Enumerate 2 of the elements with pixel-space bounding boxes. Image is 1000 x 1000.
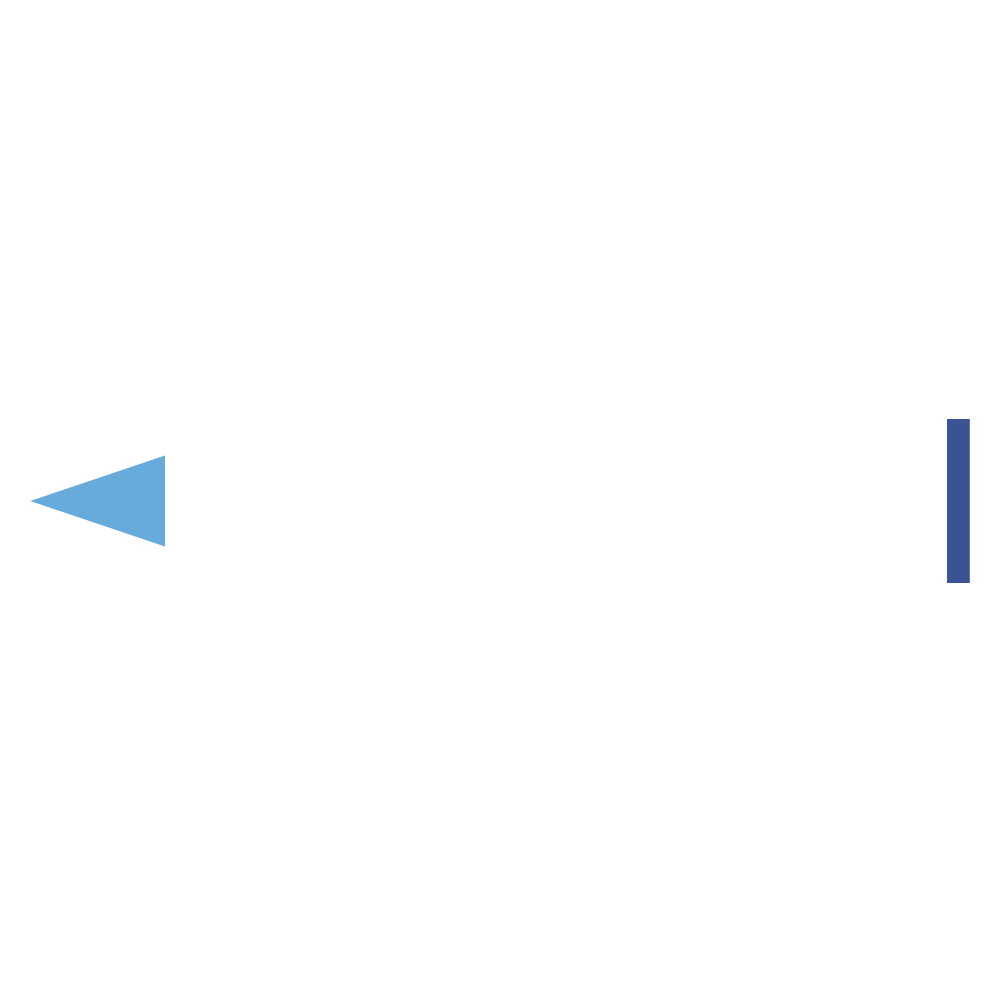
node-triangle bbox=[30, 454, 165, 546]
node-bar bbox=[947, 418, 970, 582]
